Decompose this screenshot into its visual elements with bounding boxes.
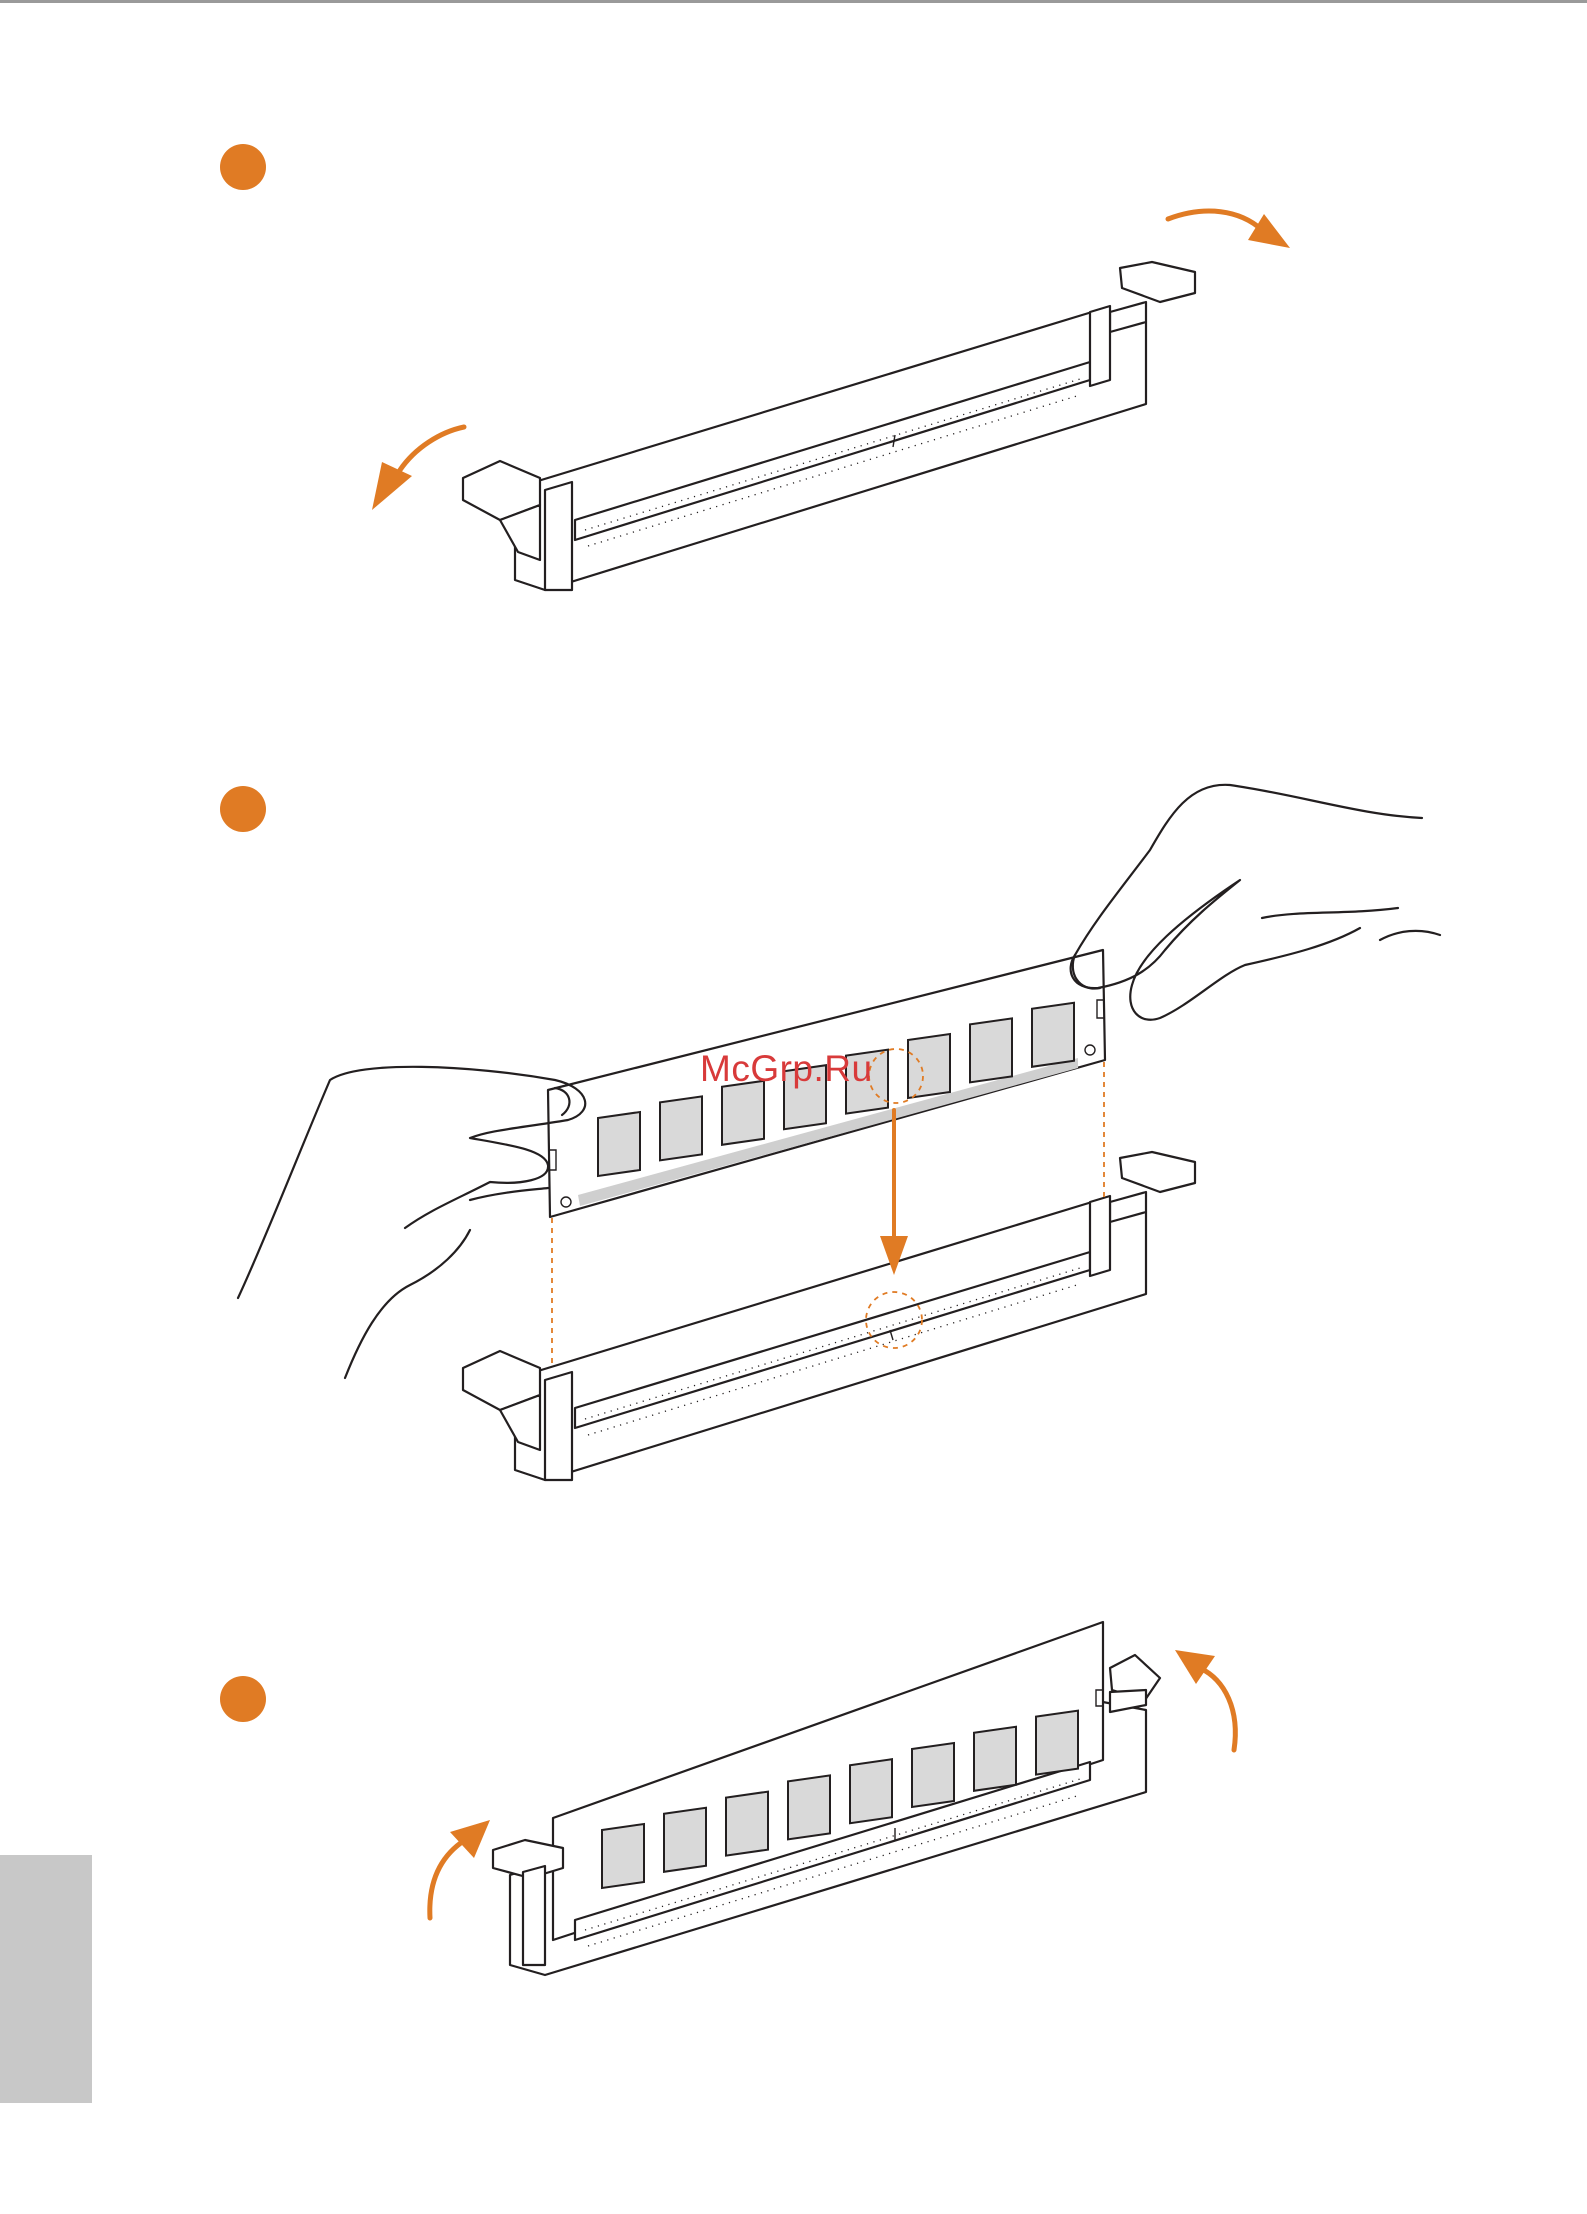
open-latch-arrow-head (372, 462, 412, 510)
memory-chip (602, 1824, 644, 1888)
memory-chip (660, 1096, 702, 1160)
memory-chip (974, 1727, 1016, 1791)
memory-chip (970, 1018, 1012, 1082)
memory-chip (664, 1808, 706, 1872)
open-latch-arrow-icon (1168, 211, 1262, 230)
memory-chip (850, 1759, 892, 1823)
memory-chip (1036, 1711, 1078, 1775)
open-latch-arrow-head (1248, 214, 1290, 248)
watermark-text: McGrp.Ru (700, 1048, 873, 1090)
memory-chip (1032, 1003, 1074, 1067)
memory-chip (788, 1775, 830, 1839)
memory-chip (912, 1743, 954, 1807)
close-latch-arrow-icon (430, 1840, 465, 1918)
step-1-dimm-slot (463, 262, 1195, 590)
open-latch-arrow-icon (400, 427, 464, 470)
memory-chip (722, 1081, 764, 1145)
memory-chip (908, 1034, 950, 1098)
close-latch-arrow-icon (1200, 1668, 1235, 1750)
memory-chip (726, 1792, 768, 1856)
step-3-dimm-slot (493, 1622, 1160, 1975)
memory-chip (598, 1112, 640, 1176)
